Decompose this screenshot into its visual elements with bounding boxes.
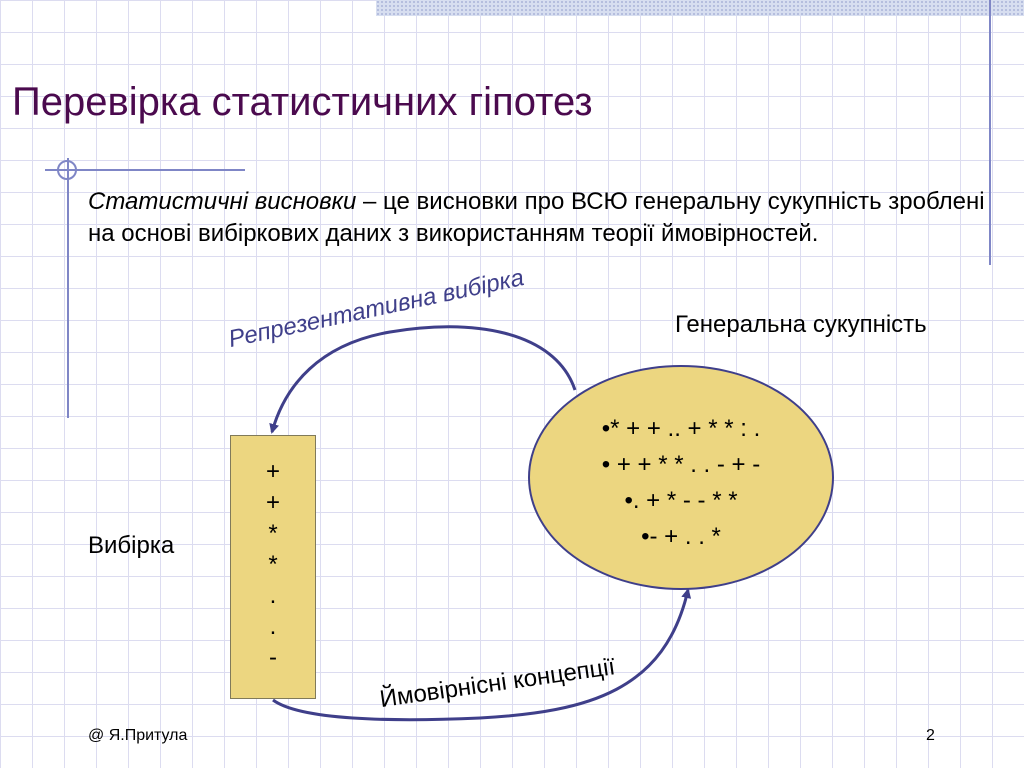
definition-term: Статистичні висновки [88, 188, 357, 215]
right-vertical-line [989, 0, 991, 265]
definition-paragraph: Статистичні висновки – це висновки про В… [88, 186, 1008, 250]
sample-box: + + * * . . - [230, 435, 316, 699]
sample-row: + [265, 458, 280, 485]
left-vertical-line [67, 158, 69, 418]
population-label: Генеральна сукупність [675, 311, 927, 338]
population-row: • + + * * . . - + - [601, 451, 761, 478]
sample-row: . [269, 613, 277, 640]
sample-row: * [268, 520, 278, 547]
population-row: •. + * - - * * [624, 487, 738, 514]
definition-text: – це висновки про ВСЮ генеральну сукупні… [88, 188, 985, 247]
footer-author: @ Я.Притула [88, 727, 188, 744]
sample-contents: + + * * . . - [231, 456, 315, 673]
sample-label: Вибірка [88, 532, 175, 559]
top-arrow [269, 325, 577, 434]
sample-row: . [269, 582, 277, 609]
sample-row: * [268, 551, 278, 578]
population-row: •* + + .. + * * : . [601, 415, 761, 442]
slide-title: Перевірка статистичних гіпотез [12, 80, 593, 124]
bottom-arrow [272, 588, 692, 722]
page-number: 2 [926, 727, 935, 744]
horizontal-rule [45, 169, 245, 171]
sample-row: + [265, 489, 280, 516]
population-contents: •* + + .. + * * : . • + + * * . . - + - … [530, 411, 832, 555]
header-pattern-band [376, 0, 1024, 16]
population-ellipse: •* + + .. + * * : . • + + * * . . - + - … [528, 365, 834, 590]
crosshair-circle-icon [57, 160, 77, 180]
population-row: •- + . . * [641, 523, 721, 550]
sample-row: - [269, 644, 277, 671]
